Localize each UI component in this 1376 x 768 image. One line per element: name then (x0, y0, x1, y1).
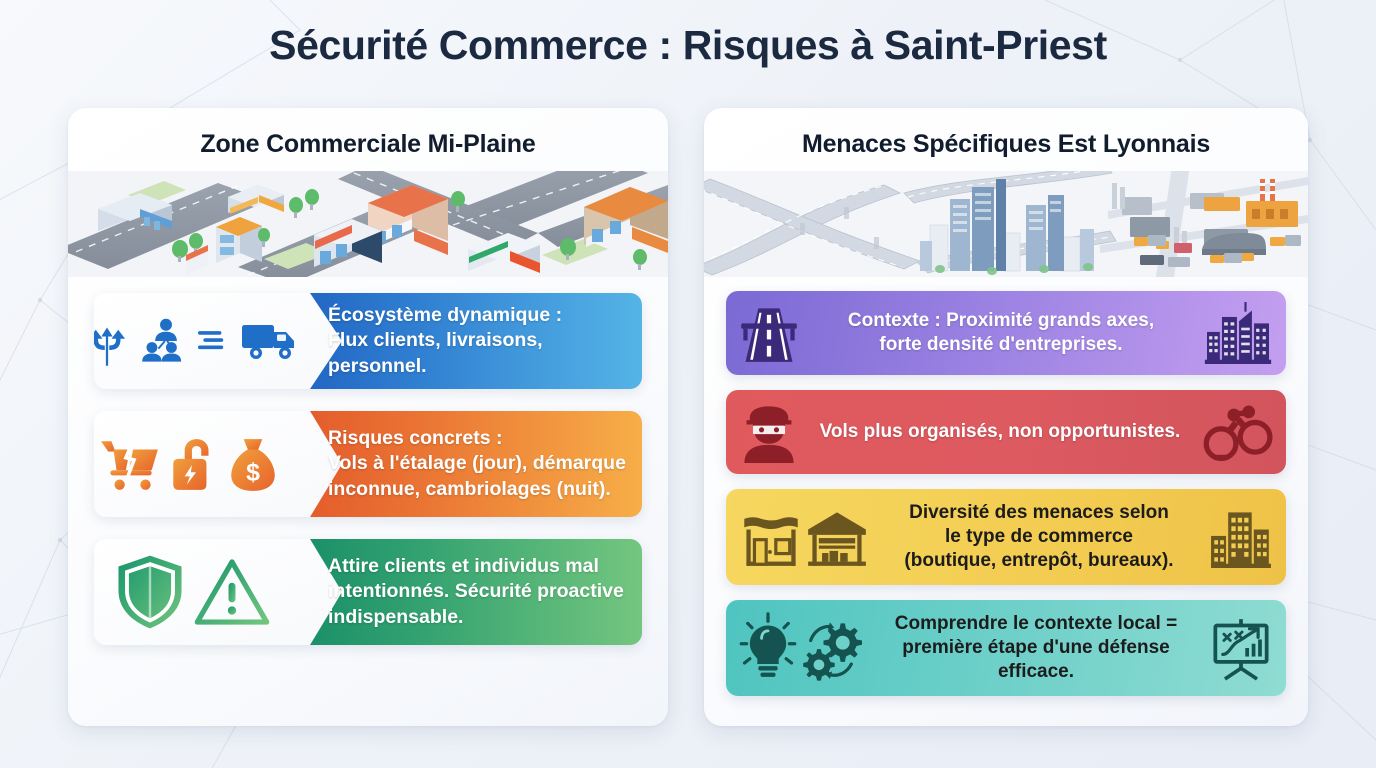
card-text: Écosystème dynamique : Flux clients, liv… (328, 303, 563, 377)
panel-zone-commerciale: Zone Commerciale Mi-Plaine (68, 108, 668, 726)
storefront-icon (744, 517, 798, 566)
shield-icon (118, 555, 182, 629)
card-icon-group (94, 539, 280, 645)
card-comprendre-contexte[interactable]: Comprendre le contexte local = première … (726, 600, 1286, 696)
right-card-list: Contexte : Proximité grands axes, forte … (704, 277, 1308, 696)
card-color-band (310, 539, 642, 645)
motion-lines-icon (198, 331, 224, 350)
card-securite-proactive[interactable]: Attire clients et individus mal intentio… (94, 539, 642, 645)
money-bag-icon: $ (231, 439, 275, 491)
gears-icon (803, 622, 862, 681)
page-title: Sécurité Commerce : Risques à Saint-Prie… (269, 22, 1107, 68)
card-icon-group-right (1210, 617, 1272, 681)
card-icon-group-left (740, 506, 868, 568)
card-icon-group: $ (94, 411, 280, 517)
card-icon-group-right (1202, 401, 1273, 463)
card-text: Risques concrets : Vols à l'étalage (jou… (328, 426, 626, 500)
card-color-band (310, 411, 642, 517)
svg-text:$: $ (246, 460, 260, 487)
card-vols-organises[interactable]: Vols plus organisés, non opportunistes. (726, 390, 1286, 474)
office-buildings-icon (1211, 512, 1271, 568)
left-panel-illustration (68, 171, 668, 277)
right-panel-illustration (704, 171, 1308, 277)
card-contexte-grands-axes[interactable]: Contexte : Proximité grands axes, forte … (726, 291, 1286, 375)
delivery-truck-icon (242, 325, 294, 359)
card-icon-group-right (1210, 506, 1272, 568)
right-panel-title: Menaces Spécifiques Est Lyonnais (801, 130, 1211, 158)
card-icon-group-left (740, 302, 798, 364)
panel-menaces-specifiques: Menaces Spécifiques Est Lyonnais (704, 108, 1308, 726)
left-panel-title: Zone Commerciale Mi-Plaine (200, 130, 536, 158)
card-diversite-menaces[interactable]: Diversité des menaces selon le type de c… (726, 489, 1286, 585)
card-risques-concrets[interactable]: $ Risques concrets : Vols à l'étalage (j… (94, 411, 642, 517)
card-text: Vols plus organisés, non opportunistes. (819, 420, 1181, 442)
handcuffs-icon (1203, 405, 1273, 462)
card-text: Diversité des menaces selon le type de c… (904, 501, 1174, 572)
broken-shopping-cart-icon (101, 441, 158, 490)
card-icon-group (94, 293, 294, 389)
card-text: Attire clients et individus mal intentio… (328, 554, 624, 628)
card-ecosysteme-dynamique[interactable]: Écosystème dynamique : Flux clients, liv… (94, 293, 642, 389)
city-skyline-icon (1204, 302, 1272, 364)
highway-road-icon (741, 308, 797, 362)
branching-arrows-icon (94, 327, 125, 366)
warehouse-icon (808, 512, 866, 566)
card-icon-group-right (1204, 302, 1272, 364)
lightbulb-icon (739, 612, 797, 677)
card-icon-group-left (739, 612, 862, 681)
presentation-chart-icon (1213, 619, 1269, 681)
card-text: Comprendre le contexte local = première … (894, 612, 1178, 683)
left-card-list: Écosystème dynamique : Flux clients, liv… (68, 277, 668, 645)
card-icon-group-left (740, 401, 798, 463)
warning-triangle-icon (194, 559, 270, 625)
card-color-band (310, 293, 642, 389)
card-text: Contexte : Proximité grands axes, forte … (847, 309, 1155, 355)
masked-burglar-icon (744, 406, 794, 463)
open-padlock-bolt-icon (173, 439, 209, 490)
people-group-icon (142, 318, 182, 362)
